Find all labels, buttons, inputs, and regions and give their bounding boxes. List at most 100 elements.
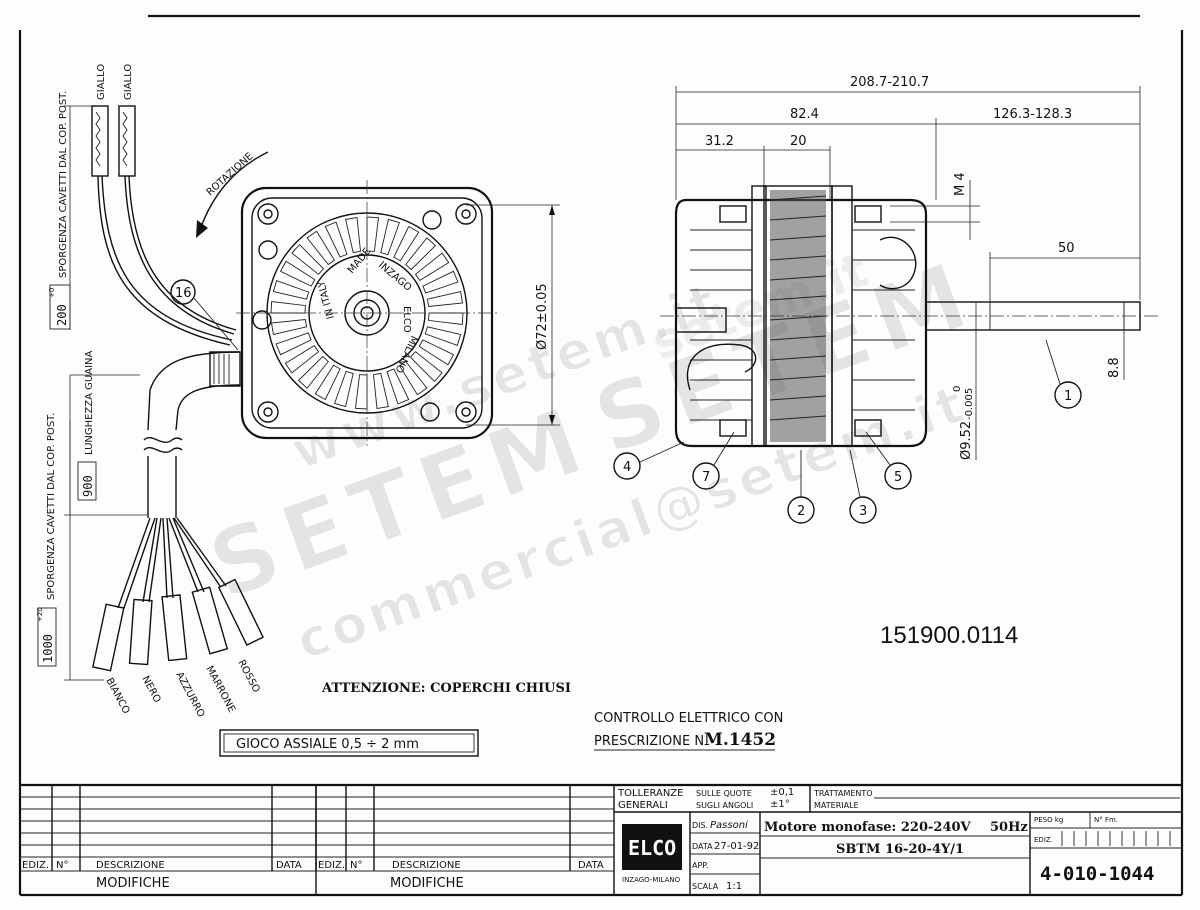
tb-data-lbl: DATA: [692, 842, 713, 851]
rotation-label: ROTAZIONE: [205, 151, 256, 198]
wire-yellow-1b: [101, 175, 233, 341]
tb-sugli-angoli: SUGLI ANGOLI: [696, 801, 753, 810]
tb-quote-val: ±0,1: [770, 787, 794, 798]
corner-boss-tl: [257, 203, 279, 225]
connector-bianco: [92, 603, 125, 672]
dim-200-tol: +0: [48, 288, 56, 298]
dim-shaftdia-tol-bot: -0.005: [964, 388, 975, 420]
cooling-slot: [284, 344, 320, 374]
rotation-arrow: [199, 151, 269, 231]
wire-label-giallo-1: GIALLO: [96, 64, 107, 100]
corner-boss-br: [455, 401, 477, 423]
tb-sulle-quote: SULLE QUOTE: [696, 789, 752, 798]
dim-overall: 208.7-210.7: [850, 75, 929, 90]
coil-wire: [686, 343, 757, 391]
wire-label-azzurro: AZZURRO: [173, 670, 206, 719]
wire-label-giallo-2: GIALLO: [123, 64, 134, 100]
callout-3-circle: [849, 496, 877, 524]
corner-hole-tl: [263, 209, 273, 219]
callout-1-circle: [1054, 381, 1082, 409]
cooling-slot: [275, 332, 312, 356]
cooling-slot: [297, 355, 329, 389]
axial-box: [219, 729, 479, 757]
right-coil-loop: [879, 236, 917, 290]
tb-ediz-1: EDIZ.: [22, 860, 49, 871]
tb-app: APP.: [692, 861, 708, 870]
corner-hole-tr: [461, 209, 471, 219]
wire-yellow-1: [97, 175, 231, 346]
dim-1000-tol: +20: [36, 607, 44, 622]
left-bearing-boss: [675, 307, 727, 333]
axial-box-inner: [223, 733, 475, 753]
tb-n-1: N°: [56, 860, 68, 871]
rotation-arrowhead: [196, 220, 208, 238]
dim-shaftdia-tol-top: 0: [952, 386, 963, 392]
rev-rows: [20, 796, 614, 872]
lamination-lines: [769, 195, 827, 421]
control-line-2: PRESCRIZIONE N: [594, 734, 704, 749]
elco-logo-text: ELCO: [628, 836, 676, 860]
screw-top-right: [854, 205, 882, 223]
tb-dis-val: Passoni: [710, 820, 748, 831]
control-line-1: CONTROLLO ELETTRICO CON: [594, 711, 783, 726]
tb-nfm: N° Fm.: [1094, 816, 1118, 824]
title-block: EDIZ. N° DESCRIZIONE DATA EDIZ. N° DESCR…: [20, 783, 1182, 897]
tb-scala: SCALA: [692, 882, 719, 891]
dim-200-box: [49, 284, 71, 330]
axial-note: GIOCO ASSIALE 0,5 ÷ 2 mm: [236, 737, 419, 752]
tb-modifiche-2: MODIFICHE: [390, 876, 464, 891]
screw-bot-left: [719, 419, 747, 437]
dim-body: 82.4: [790, 107, 819, 122]
cable-gland-ribs: [213, 354, 230, 384]
callout-1: 1: [1064, 389, 1072, 404]
wire-label-bianco: BIANCO: [103, 676, 131, 716]
connector-top-1-crimp: [95, 111, 101, 167]
sheath-inner-upper: [175, 384, 241, 431]
hub-text-milano: MILANO: [393, 334, 420, 375]
cooling-slot: [270, 300, 306, 314]
cooling-slot: [270, 319, 308, 335]
tb-ediz-3: EDIZ.: [1034, 836, 1053, 844]
wire-marrone: [168, 517, 205, 593]
screw-br: [420, 402, 440, 422]
hub-text-elco: ELCO: [401, 306, 412, 333]
cooling-slots: [270, 216, 464, 410]
tb-data-val: 27-01-92: [714, 841, 759, 852]
dim-1000-box: [37, 607, 57, 667]
cooling-slot: [334, 370, 354, 408]
dim-900-box: [77, 461, 97, 501]
cooling-slot: [414, 252, 450, 282]
cooling-slot: [405, 237, 437, 271]
watermark: www.setem.it SETEM commercial@setem.it s…: [195, 239, 991, 673]
dim-d1: 31.2: [705, 134, 734, 149]
dim-1000-text: SPORGENZA CAVETTI DAL COP. POST.: [46, 413, 57, 600]
callout-4-leader: [639, 441, 685, 463]
callout-4-circle: [613, 452, 641, 480]
part-number: 151900.0114: [880, 622, 1018, 649]
connector-azzurro: [161, 594, 188, 662]
elco-logo: [622, 824, 682, 870]
callout-16-leader: [193, 297, 239, 351]
dim-flat: 8.8: [1107, 357, 1122, 378]
callout-5-leader: [865, 431, 891, 466]
tb-tolleranze: TOLLERANZE: [617, 788, 683, 799]
cooling-slot: [426, 291, 464, 307]
cooling-slot: [386, 368, 410, 405]
tb-ediz-boxes: [1061, 831, 1171, 846]
callout-16-label: 16: [175, 286, 192, 301]
cooling-slot: [418, 339, 455, 366]
dim-200-value: 200: [55, 304, 69, 326]
callout-3-leader: [849, 449, 861, 498]
tb-model: SBTM 16-20-4Y/1: [836, 842, 964, 857]
tb-freq: 50Hz: [990, 820, 1028, 835]
tb-modifiche-1: MODIFICHE: [96, 876, 170, 891]
dim-900-value: 900: [81, 475, 95, 497]
tb-main-grid: [614, 785, 1182, 895]
tb-generali: GENERALI: [618, 800, 668, 811]
cooling-slot: [428, 312, 464, 326]
wire-label-nero: NERO: [139, 674, 162, 705]
corner-hole-br: [461, 407, 471, 417]
tb-dis: DIS.: [692, 821, 708, 830]
tb-n-2: N°: [350, 860, 362, 871]
cooling-slot: [354, 374, 368, 410]
